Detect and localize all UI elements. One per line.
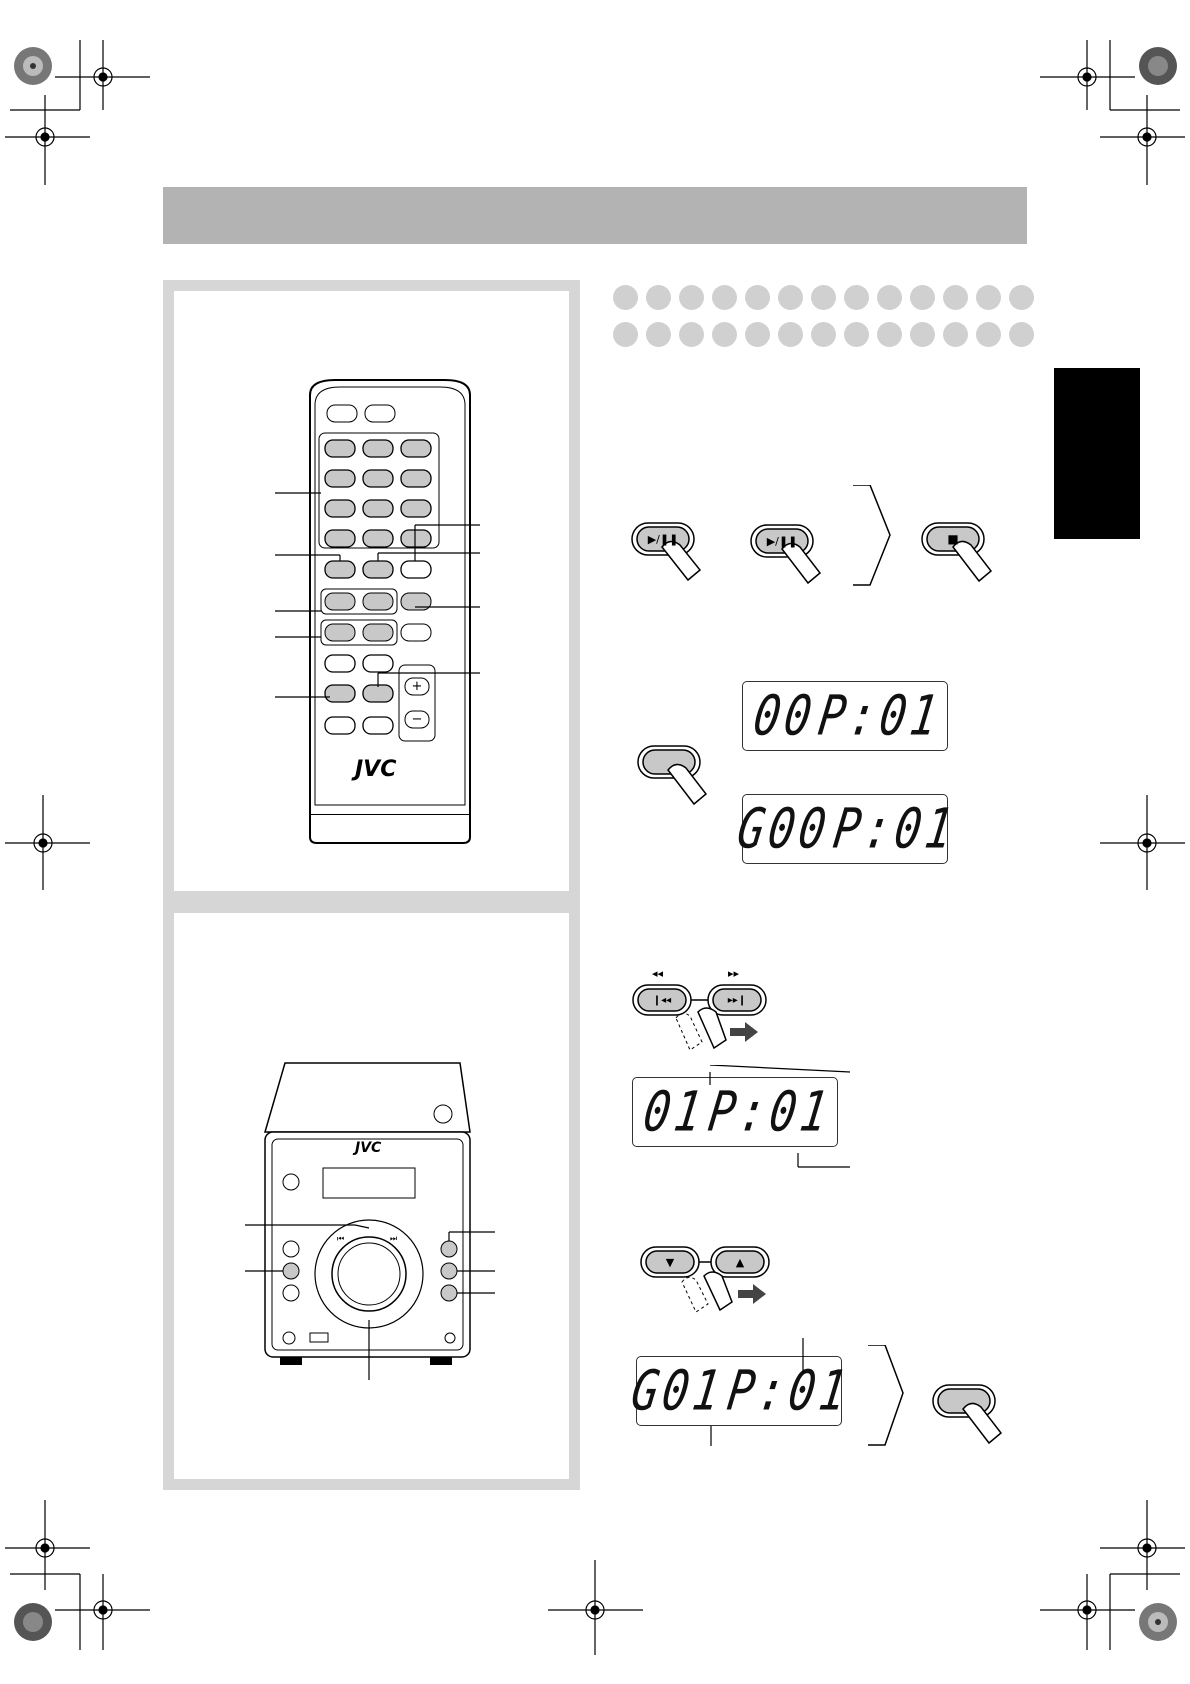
display-program-track: 00 P:01 [742, 681, 948, 751]
display-track-select: 01 P:01 [632, 1077, 838, 1147]
main-unit-illustration [245, 1062, 495, 1380]
track-display-callouts [709, 1065, 851, 1168]
stop-button[interactable]: ■ [947, 532, 959, 546]
group-buttons-illustration [640, 1246, 770, 1313]
previous-button[interactable]: ❙◂◂ [652, 994, 672, 1006]
heading-dots-row-2 [613, 322, 1034, 347]
play-pause-button-2[interactable]: ▶/❚❚ [766, 534, 798, 548]
unit-skip-back-label: ⏮ [337, 1234, 345, 1243]
program-button-illustration [637, 745, 708, 806]
heading-dots-row-1 [613, 285, 1034, 310]
remote-control-illustration [275, 379, 480, 844]
display-track-number: 00 [749, 684, 819, 748]
language-side-tab [1054, 368, 1140, 539]
color-target-top-right [1139, 47, 1177, 85]
color-target-top-left [14, 47, 52, 85]
group-display-callouts [710, 1338, 804, 1446]
play-pause-button-1[interactable]: ▶/❚❚ [647, 532, 679, 546]
section-header-bar [163, 187, 1027, 244]
display-group-select: G01 P:01 [628, 1356, 854, 1426]
rewind-label: ◂◂ [652, 967, 664, 980]
skip-buttons-illustration [632, 984, 767, 1051]
confirm-illustration [868, 1345, 1003, 1446]
step1-illustration [631, 485, 993, 586]
display-program-number: P:01 [829, 797, 961, 861]
color-target-bottom-left [14, 1603, 52, 1641]
group-down-button[interactable]: ▼ [665, 1255, 675, 1269]
fast-forward-label: ▸▸ [728, 967, 740, 980]
display-program-number: P:01 [814, 684, 945, 748]
remote-brand-logo: JVC [355, 757, 397, 782]
remote-vol-plus-label: + [411, 679, 423, 694]
unit-skip-forward-label: ⏭ [390, 1234, 398, 1243]
remote-vol-minus-label: − [411, 712, 423, 727]
display-program-group: G00 P:01 [734, 794, 960, 864]
unit-brand-logo: JVC [355, 1140, 382, 1156]
next-button[interactable]: ▸▸❙ [727, 994, 747, 1006]
group-up-button[interactable]: ▲ [735, 1255, 745, 1269]
color-target-bottom-right [1139, 1603, 1177, 1641]
display-group-number: G00 [733, 797, 835, 861]
